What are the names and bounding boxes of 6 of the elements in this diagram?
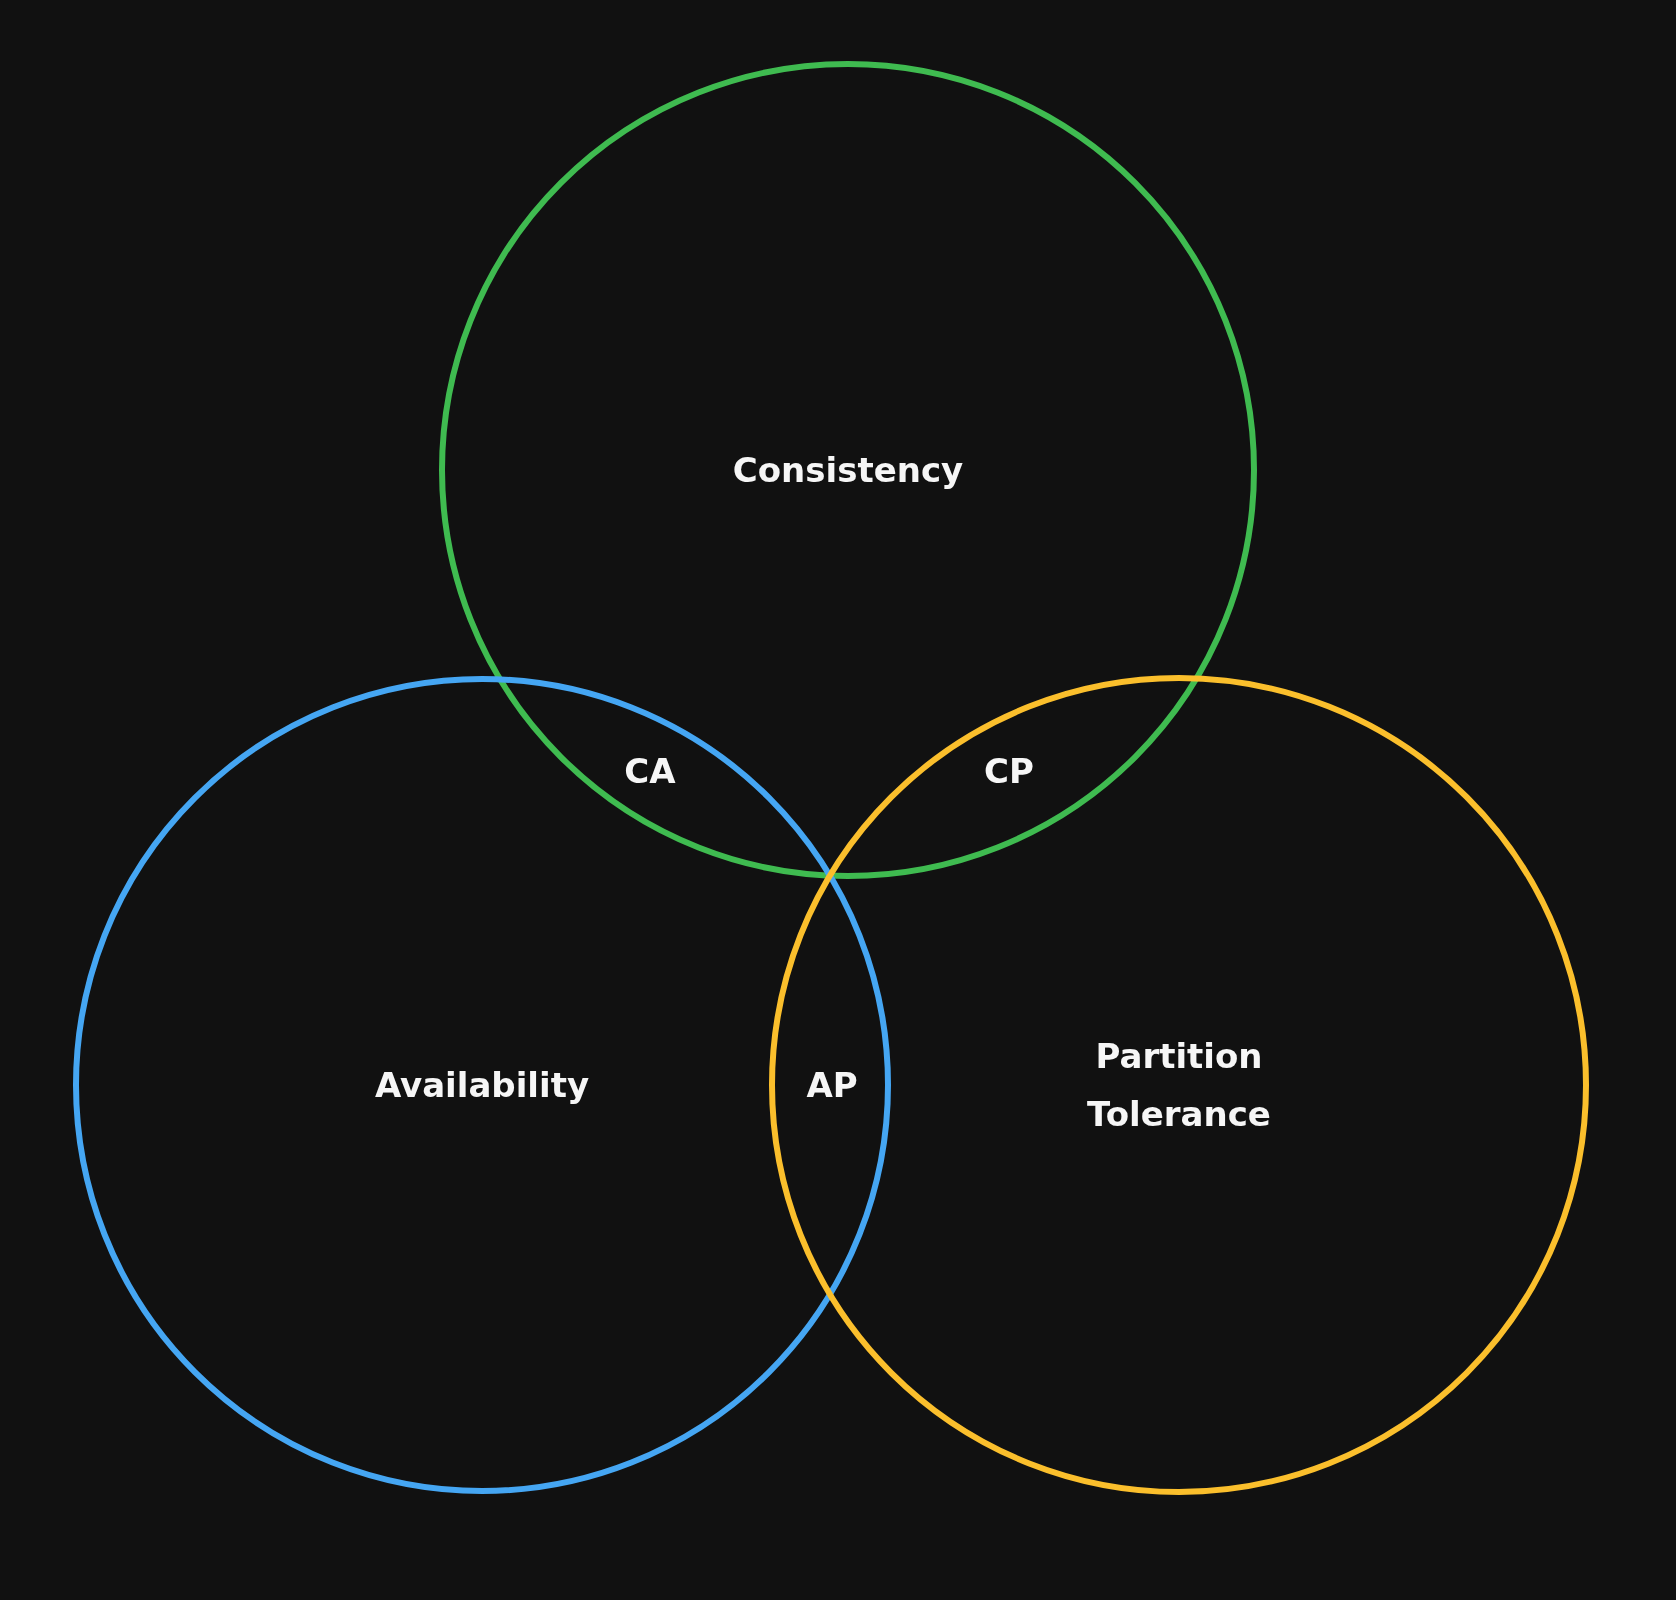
intersection-label: CA [624, 750, 676, 793]
set-label: Consistency [732, 449, 964, 492]
set-label: Partition Tolerance [1086, 1035, 1272, 1136]
intersection-label: AP [806, 1064, 858, 1107]
intersection-label: CP [984, 750, 1034, 793]
set-label: Availability [374, 1064, 590, 1107]
